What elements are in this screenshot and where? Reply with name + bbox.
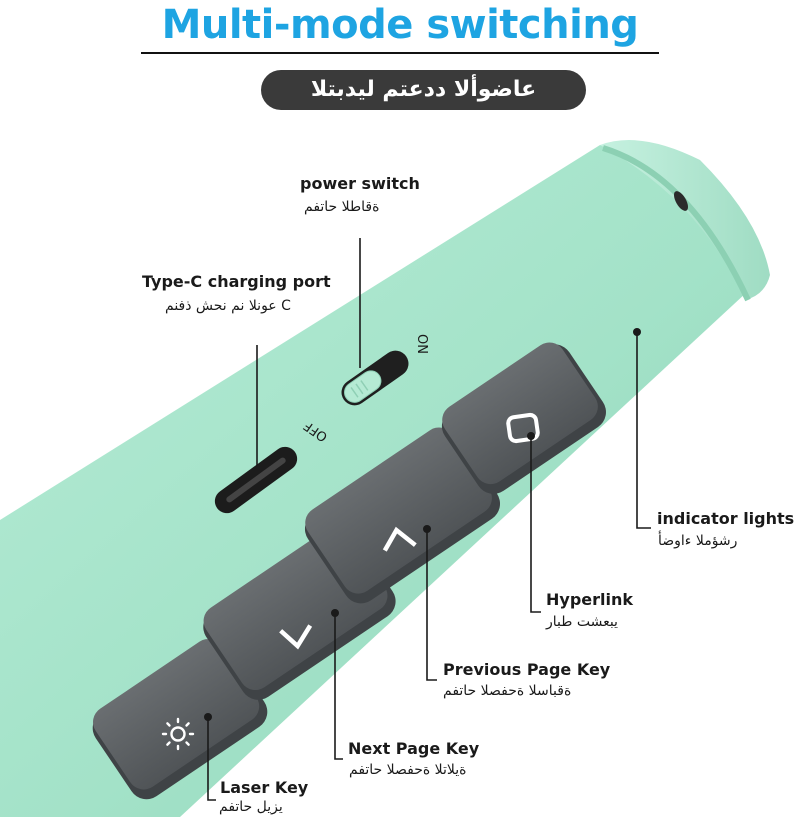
previous-page-label-ar: ةقباسلا ةحفصلا حاتفم [443, 683, 572, 699]
indicator-lights-label-ar: رشؤملا ءاوضأ [658, 533, 738, 549]
page-title: Multi-mode switching [161, 2, 639, 48]
hyperlink-square-icon [506, 412, 540, 444]
chevron-down-icon [279, 624, 313, 650]
laser-sun-icon [161, 717, 195, 751]
title-divider [141, 52, 659, 54]
subtitle-pill: عاضوألا ددعتم ليدبتلا [261, 70, 586, 110]
laser-key [92, 638, 268, 800]
hyperlink-label: Hyperlink [546, 590, 634, 609]
leader-indicator [636, 332, 651, 529]
charging-port-label-ar: C عونلا نم نحش ذفنم [165, 298, 291, 314]
hyperlink-key [441, 342, 606, 494]
next-page-label: Next Page Key [348, 739, 480, 758]
leader-hyperlink [530, 436, 541, 613]
chevron-up-icon [382, 526, 417, 552]
previous-page-label: Previous Page Key [443, 660, 611, 679]
laser-key-label-ar: يزيل حاتفم [219, 799, 283, 815]
laser-emitter [674, 191, 688, 211]
leader-previous [426, 529, 437, 681]
power-switch-label-ar: ةقاطلا حاتفم [304, 199, 380, 215]
laser-key-label: Laser Key [220, 778, 309, 797]
hyperlink-label-ar: يبعشت طبار [546, 614, 618, 630]
leader-next [334, 613, 343, 760]
indicator-lights-label: indicator lights [657, 509, 795, 528]
switch-on-label: ON [414, 334, 429, 354]
previous-page-key [304, 427, 501, 604]
leader-laser [207, 717, 216, 801]
power-switch [341, 350, 409, 406]
charging-port-label: Type-C charging port [142, 272, 331, 291]
power-switch-label: power switch [300, 174, 420, 193]
next-page-label-ar: ةيلاتلا ةحفصلا حاتفم [349, 762, 467, 778]
charging-port [214, 446, 298, 514]
